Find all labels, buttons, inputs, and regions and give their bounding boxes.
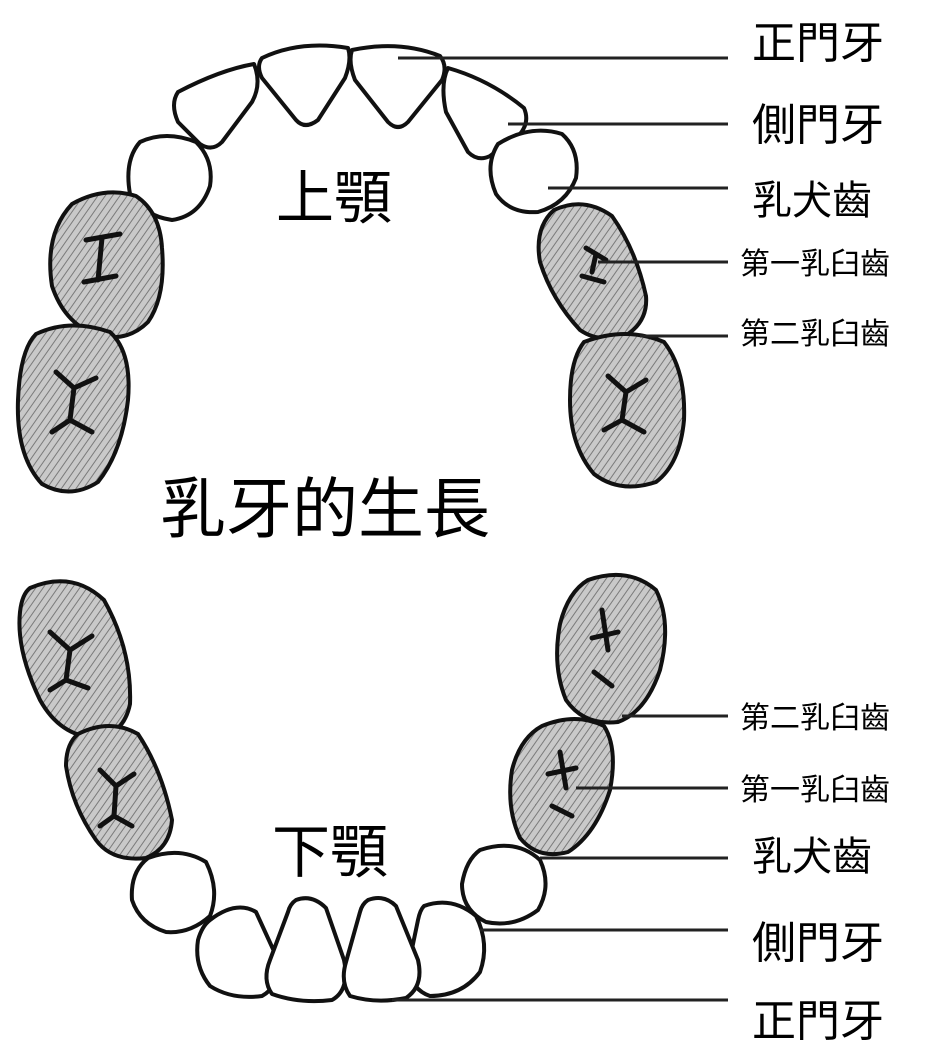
- upper-canine-right: [490, 131, 576, 213]
- lower-second-molar-right: [557, 575, 665, 723]
- lower-canine-left: [132, 853, 214, 932]
- label-upper-central-incisor: 正門牙: [752, 18, 884, 69]
- label-lower-canine: 乳犬齒: [752, 834, 872, 880]
- lower-first-molar-left: [66, 726, 172, 859]
- label-lower-central-incisor: 正門牙: [752, 996, 884, 1047]
- label-lower-second-molar: 第二乳臼齒: [740, 701, 890, 736]
- lower-central-incisor-left: [266, 898, 345, 1001]
- lower-jaw-label: 下顎: [272, 818, 388, 886]
- label-upper-lateral-incisor: 側門牙: [752, 100, 884, 151]
- label-lower-lateral-incisor: 側門牙: [752, 918, 884, 969]
- upper-lateral-incisor-left: [174, 64, 258, 148]
- upper-central-incisor-left: [259, 46, 349, 125]
- lower-canine-right: [462, 846, 546, 924]
- upper-first-molar-left: [50, 192, 163, 337]
- diagram-title: 乳牙的生長: [160, 471, 490, 548]
- upper-arch: [18, 46, 684, 492]
- upper-second-molar-right: [570, 334, 684, 487]
- label-upper-first-molar: 第一乳臼齒: [740, 247, 890, 282]
- lower-central-incisor-right: [344, 898, 420, 1001]
- label-upper-canine: 乳犬齒: [752, 178, 872, 224]
- upper-jaw-label: 上顎: [276, 164, 392, 232]
- label-upper-second-molar: 第二乳臼齒: [740, 317, 890, 352]
- lower-second-molar-left: [19, 581, 130, 738]
- label-lower-first-molar: 第一乳臼齒: [740, 773, 890, 808]
- lower-arch: [19, 575, 665, 1001]
